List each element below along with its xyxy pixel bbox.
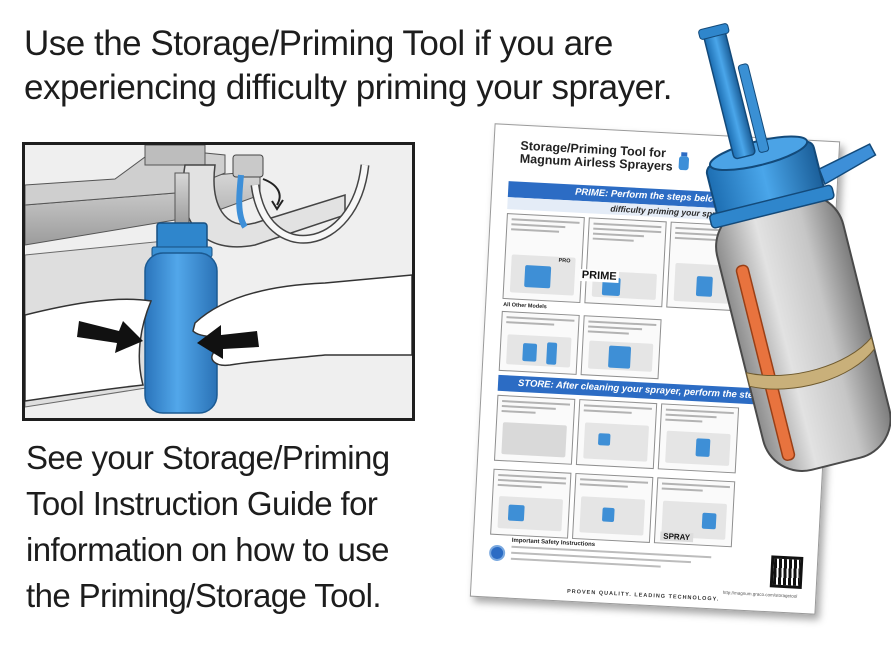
prime-label: PRIME (579, 268, 619, 283)
prime-step-4 (498, 310, 580, 375)
instruction-sheet: Storage/Priming Tool for Magnum Airless … (469, 123, 841, 615)
guide-text: See your Storage/Priming Tool Instructio… (26, 435, 426, 619)
headline-line-1: Use the Storage/Priming Tool if you are (24, 24, 613, 63)
prime-step-2 (584, 217, 667, 308)
guide-line-1: See your Storage/Priming (26, 439, 390, 476)
prime-step-5 (580, 315, 662, 380)
arrow-left-icon (197, 325, 259, 359)
sheet-title: Storage/Priming Tool for Magnum Airless … (519, 139, 673, 174)
pro-label: PRO (558, 257, 571, 265)
headline: Use the Storage/Priming Tool if you are … (24, 22, 684, 110)
store-step-5 (571, 472, 654, 543)
qr-code (769, 555, 804, 589)
prime-step-3 (666, 221, 749, 312)
bottle-icon (678, 152, 690, 171)
headline-line-2: experiencing difficulty priming your spr… (24, 68, 673, 107)
guide-line-4: the Priming/Storage Tool. (26, 577, 382, 614)
safety-icon (488, 544, 506, 562)
instruction-sheet-page: Storage/Priming Tool for Magnum Airless … (469, 123, 841, 615)
guide-line-2: Tool Instruction Guide for (26, 485, 378, 522)
priming-illustration (22, 142, 415, 421)
store-step-2 (575, 399, 658, 470)
spray-label: SPRAY (660, 531, 694, 543)
guide-line-3: information on how to use (26, 531, 389, 568)
prime-step-1 (502, 213, 585, 304)
store-step-4 (490, 468, 572, 539)
all-other-models-label: All Other Models (502, 301, 547, 311)
store-step-1 (493, 394, 576, 465)
store-step-3 (657, 403, 740, 474)
arrow-right-icon (77, 321, 143, 353)
